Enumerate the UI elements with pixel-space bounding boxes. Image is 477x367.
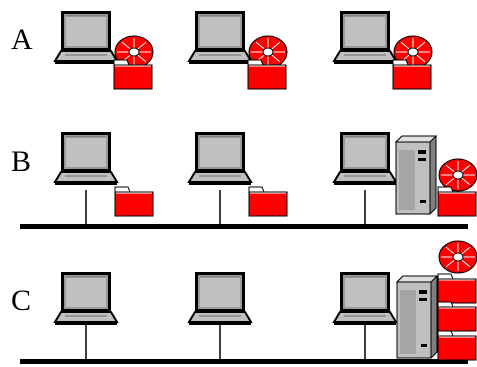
row-c-folder-icon-2: [438, 302, 476, 331]
row-c-server-icon: [397, 276, 437, 358]
row-c-folder-icon-3: [438, 331, 476, 360]
row-a-laptop-icon-2: [189, 11, 251, 64]
row-c-laptop-icon-2: [189, 272, 251, 325]
row-c-folder-icon-1: [438, 274, 476, 303]
row-b-server-icon: [396, 136, 436, 214]
row-b-folder-icon-2: [249, 187, 287, 216]
row-b-laptop-icon-1: [55, 132, 117, 185]
row-c-disc-icon-1: [439, 241, 477, 273]
row-b-folder-icon-1: [115, 187, 153, 216]
row-a-laptop-icon-3: [334, 11, 396, 64]
row-b-laptop-icon-2: [189, 132, 251, 185]
row-b-laptop-icon-3: [334, 132, 396, 185]
row-a-laptop-icon-1: [55, 11, 117, 64]
row-c-laptop-icon-1: [55, 272, 117, 325]
row-b-disc-icon-1: [439, 159, 477, 191]
row-b-bus-line: [20, 224, 468, 229]
row-c-laptop-icon-3: [334, 272, 396, 325]
row-c-bus-line: [20, 359, 468, 364]
